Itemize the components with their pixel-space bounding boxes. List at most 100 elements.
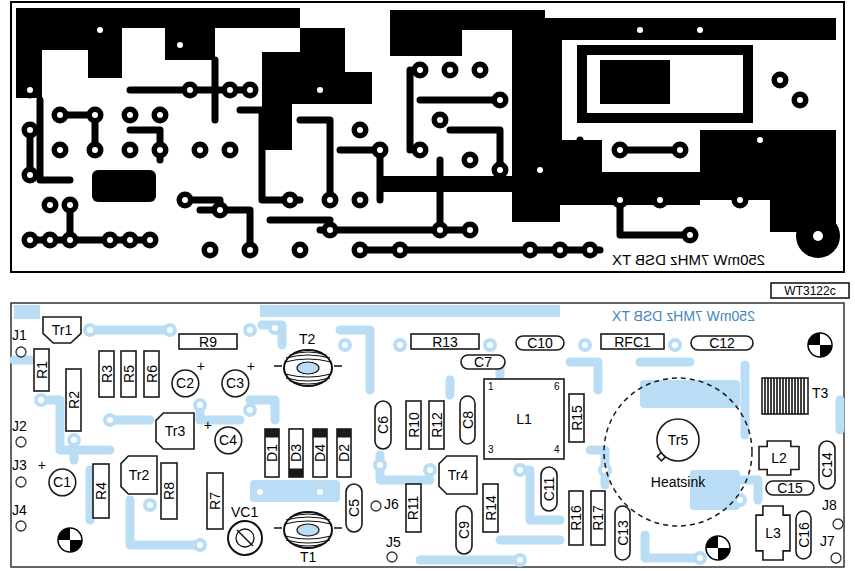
part-outline: [99, 351, 114, 397]
pad: [22, 122, 39, 139]
connection-hole: [16, 437, 26, 447]
component-outline: L11634: [483, 378, 565, 460]
part-outline: [207, 473, 223, 529]
track: [86, 470, 95, 520]
pad: [462, 152, 479, 169]
label-box: Tr5: [656, 418, 700, 462]
label-box: R8: [160, 462, 178, 520]
label-box: C3: [221, 369, 250, 398]
part-label: Heatsink: [651, 475, 705, 489]
component-shape: [65, 368, 82, 432]
pad: [472, 62, 489, 79]
part-outline: [406, 484, 421, 532]
label-box: R6: [143, 350, 160, 398]
part-mark: +: [247, 359, 255, 373]
label-box: L3: [755, 505, 791, 561]
part-label: D4: [313, 444, 327, 462]
part-label: R6: [145, 365, 159, 383]
component-outline: R14: [482, 483, 499, 533]
pad: [268, 321, 282, 335]
component-outline: R3: [98, 350, 115, 398]
pad: [792, 92, 809, 109]
copper-trace: [270, 217, 330, 224]
label-box: Tr2: [120, 455, 158, 495]
pad: [652, 192, 669, 209]
pad: [212, 202, 229, 219]
part-outline: [172, 370, 199, 397]
part-label: R1: [35, 361, 49, 379]
silkscreen-label: T1: [300, 550, 316, 564]
component-outline: Tr3: [155, 412, 195, 450]
pad: [177, 192, 194, 209]
track: [645, 535, 700, 558]
label-box: L2: [758, 440, 800, 476]
cathode-band: [289, 469, 303, 478]
pad: [352, 242, 369, 259]
pad: [52, 107, 69, 124]
part-label: C13: [616, 520, 630, 546]
connection-hole: [387, 552, 397, 562]
part-outline: [43, 317, 81, 343]
label-box: R14: [482, 483, 499, 533]
component-shape: [459, 395, 476, 445]
pad: [143, 498, 157, 512]
connection-hole: [831, 553, 841, 563]
component-outline: C12: [690, 335, 754, 351]
label-box: C10: [515, 335, 565, 351]
label-box: R1: [33, 348, 50, 392]
label-box: C1: [48, 468, 77, 497]
label-box: C5: [345, 483, 363, 533]
component-shape: [765, 480, 815, 496]
component-outline: D1: [264, 428, 280, 478]
part-outline: [429, 401, 444, 449]
trimmer-rotor: [236, 529, 254, 547]
copper-area: [16, 50, 42, 98]
component-shape: [155, 412, 195, 450]
label-box: R11: [405, 483, 422, 533]
component-outline: C8: [459, 395, 476, 445]
board-outline: [11, 303, 844, 567]
copper-area: [16, 8, 300, 78]
part-outline: [759, 441, 799, 475]
component-outline: C10: [515, 335, 565, 351]
part-outline: [222, 370, 249, 397]
component-shape: [42, 316, 82, 344]
pad: [732, 192, 749, 209]
mounting-mark: [58, 528, 82, 552]
part-label: R10: [407, 412, 421, 438]
pad: [312, 82, 329, 99]
part-outline: [756, 506, 790, 560]
label-box: C16: [795, 510, 812, 560]
component-shape: [755, 505, 791, 561]
connection-hole: [16, 347, 26, 357]
track-area: [14, 305, 40, 319]
component-shape: [160, 462, 178, 520]
pad: [432, 112, 449, 129]
pad: [83, 323, 97, 337]
track-area: [690, 470, 740, 510]
label-box: R9: [178, 333, 238, 350]
component-outline: C5: [345, 483, 363, 533]
part-outline: [34, 349, 49, 391]
silkscreen-label: J3: [12, 458, 27, 472]
pad: [192, 142, 209, 159]
component-outline: R7: [206, 472, 224, 530]
pad: [142, 232, 159, 249]
pad: [598, 463, 612, 477]
part-outline: [766, 481, 814, 495]
label-box: C11: [540, 466, 558, 512]
pad: [34, 393, 48, 407]
component-outline: R12: [428, 400, 445, 450]
label-box: Tr4: [438, 455, 478, 495]
track: [520, 470, 560, 520]
component-outline: R15: [568, 393, 585, 443]
pad: [492, 162, 509, 179]
part-label: Tr4: [448, 468, 468, 482]
part-label: Tr2: [129, 468, 149, 482]
pad: [67, 433, 81, 447]
part-outline: [601, 334, 664, 349]
pad: [322, 192, 339, 209]
part-label: L2: [771, 451, 787, 465]
track: [741, 365, 750, 435]
part-label: C8: [461, 411, 475, 429]
